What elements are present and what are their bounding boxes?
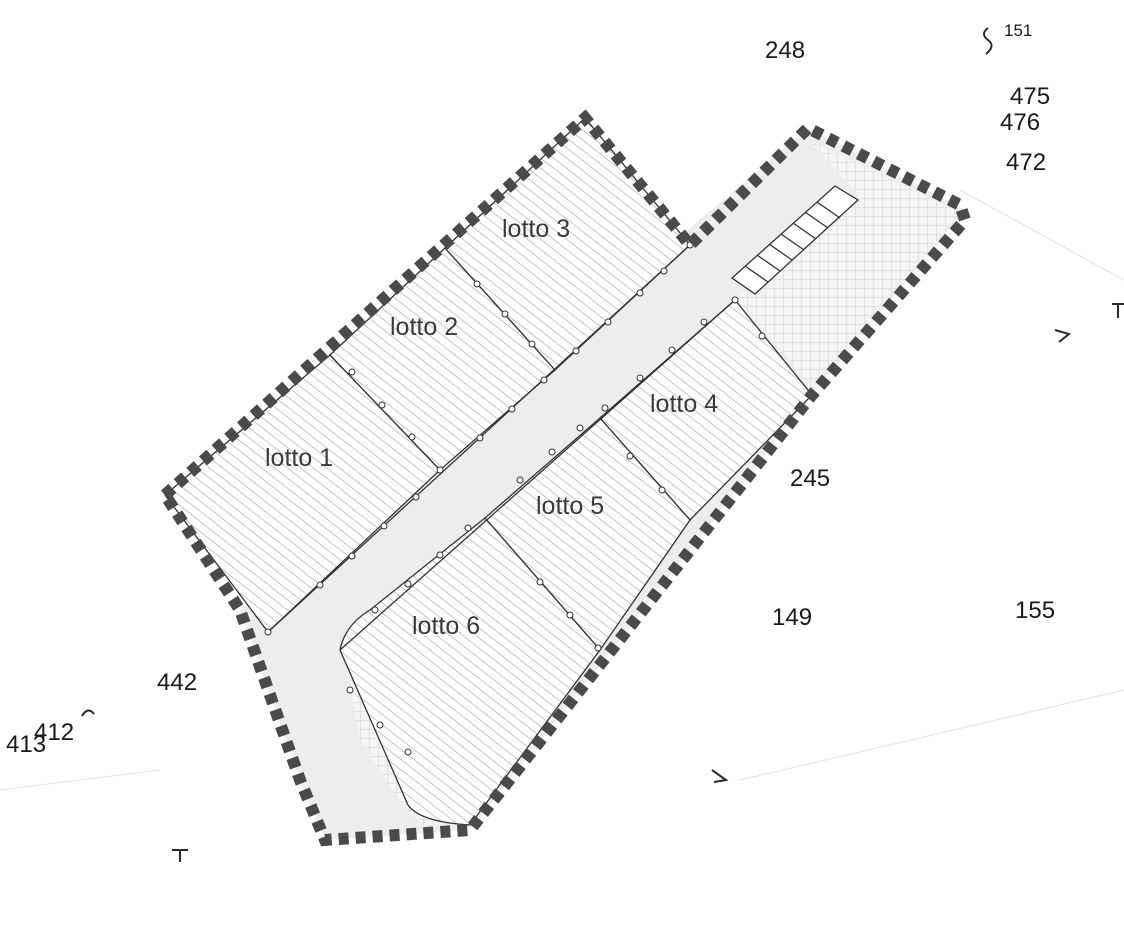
parking-strip: [730, 185, 860, 295]
parcel-413: 413: [6, 731, 46, 758]
lot-4-label: lotto 4: [650, 390, 718, 418]
lot-3-label: lotto 3: [502, 215, 570, 243]
parcel-245: 245: [790, 465, 830, 492]
lot-6: [339, 517, 601, 826]
arrow-symbol-icon: [711, 769, 729, 783]
wave-symbol-icon: [983, 27, 993, 55]
lot-2-label: lotto 2: [390, 313, 458, 341]
lot-6-label: lotto 6: [412, 612, 480, 640]
parcel-248: 248: [765, 37, 805, 64]
wave-symbol-icon: [81, 709, 95, 717]
parcel-475: 475: [1010, 83, 1050, 110]
survey-points: [264, 241, 766, 756]
arrow-symbol-icon: [1054, 329, 1072, 343]
parcel-472: 472: [1006, 149, 1046, 176]
tree-symbol-icon: [1112, 303, 1124, 318]
parcel-155: 155: [1015, 597, 1055, 624]
parcel-149: 149: [772, 604, 812, 631]
grid-area-upper: [735, 140, 960, 395]
lot-1-label: lotto 1: [265, 444, 333, 472]
map-symbols: [81, 27, 1124, 862]
parcel-442: 442: [157, 669, 197, 696]
site-boundary: [157, 109, 972, 847]
parcel-151: 151: [1004, 21, 1032, 40]
tree-symbol-icon: [172, 849, 188, 862]
parcel-476: 476: [1000, 109, 1040, 136]
parcel-412: 412: [34, 719, 74, 746]
background-lines: [0, 189, 1124, 791]
lot-5-label: lotto 5: [536, 492, 604, 520]
